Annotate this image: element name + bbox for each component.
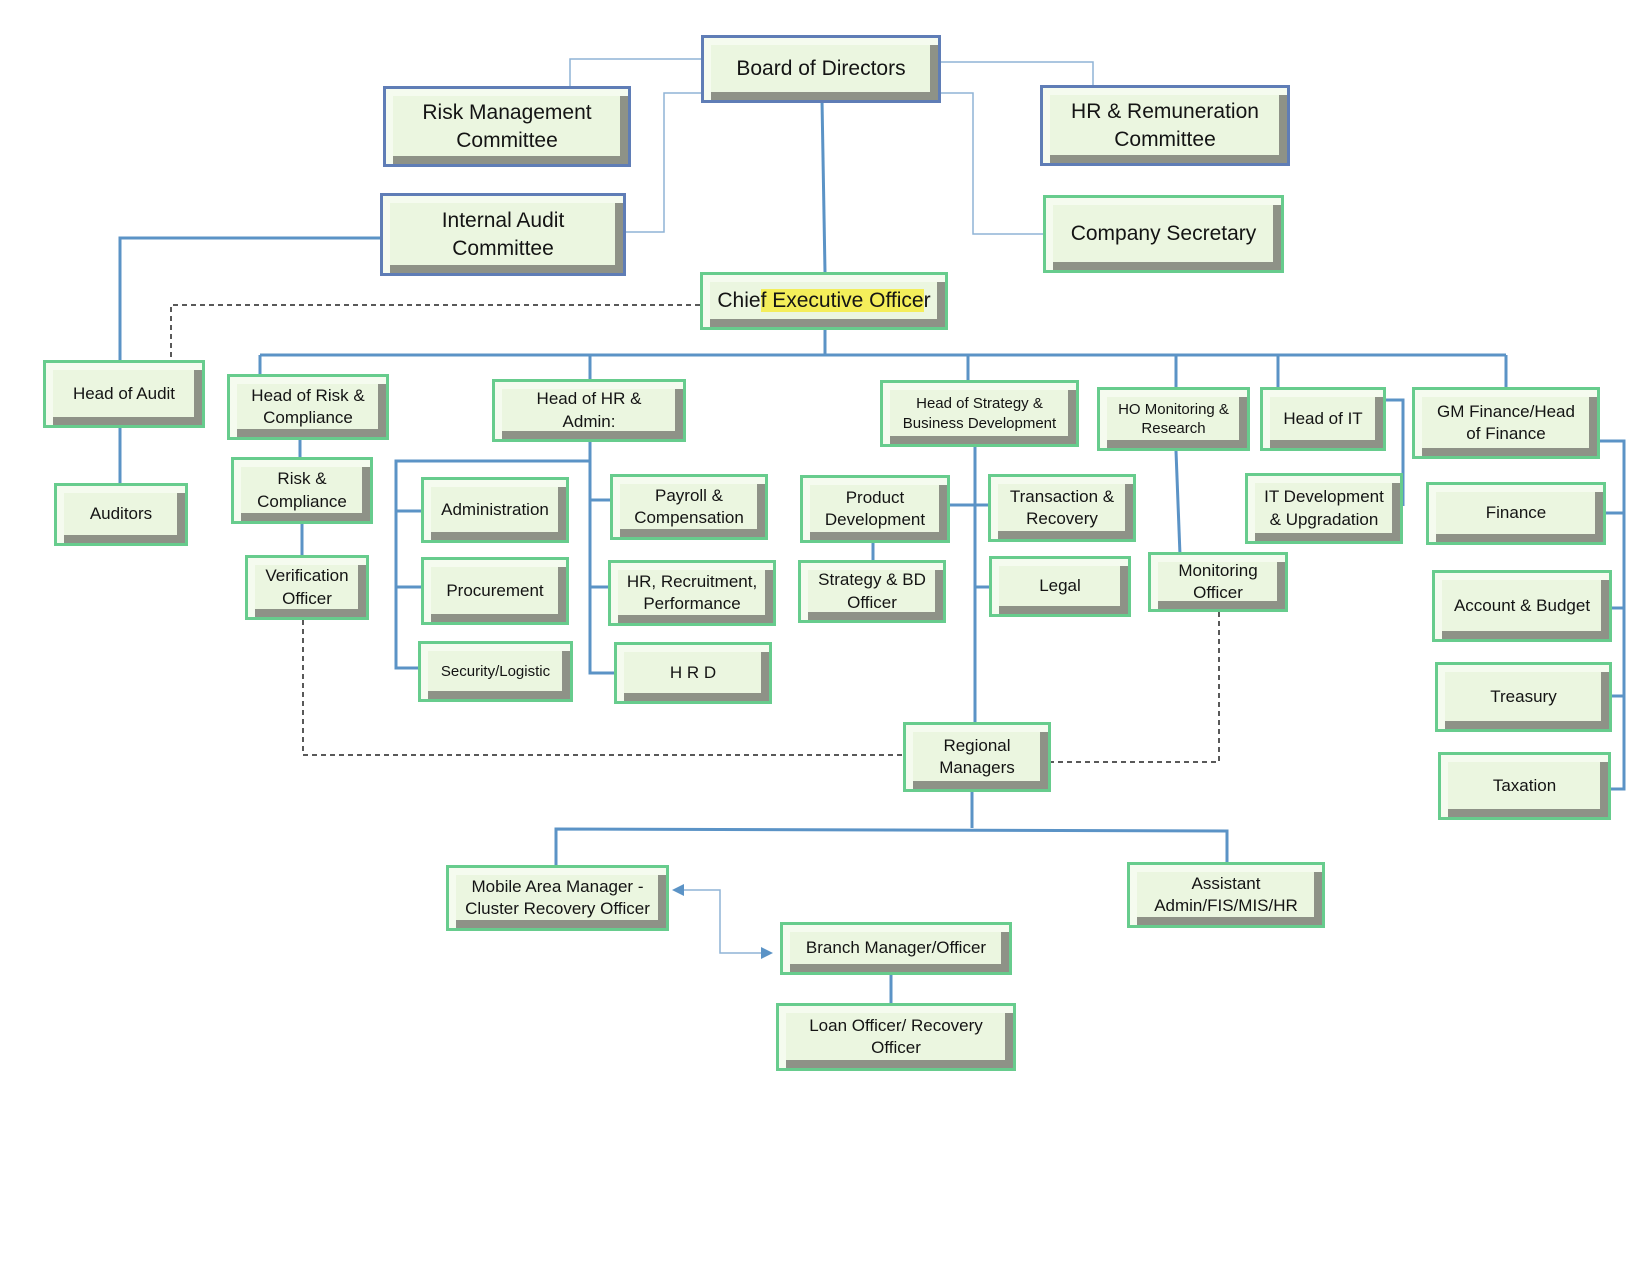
line-hr-left <box>394 442 592 670</box>
line-finance <box>1600 439 1626 791</box>
risk-management-committee-box: Risk Management Committee <box>383 86 631 167</box>
company-secretary-box: Company Secretary <box>1043 195 1284 273</box>
strategy-bd-officer-label: Strategy & BD Officer <box>818 570 926 612</box>
it-development-label: IT Development & Upgradation <box>1264 487 1384 529</box>
legal-label: Legal <box>1039 576 1081 596</box>
product-development-label: Product Development <box>824 487 926 529</box>
verification-officer-label: Verification Officer <box>265 566 349 608</box>
mobile-area-manager-label: Mobile Area Manager - Cluster Recovery O… <box>465 876 650 918</box>
risk-compliance-box: Risk & Compliance <box>231 457 373 524</box>
hr-remuneration-committee-box: HR & Remuneration Committee <box>1040 85 1290 166</box>
internal-audit-committee-box: Internal Audit Committee <box>380 193 626 276</box>
head-of-it-label: Head of IT <box>1283 408 1363 428</box>
line-regional-down <box>554 792 1229 865</box>
arrow-head-right <box>761 947 773 959</box>
taxation-label: Taxation <box>1492 775 1557 795</box>
security-logistic-label: Security/Logistic <box>440 662 551 680</box>
board-of-directors-label: Board of Directors <box>736 57 906 81</box>
head-of-hr-admin-box: Head of HR & Admin: <box>492 379 686 442</box>
head-of-audit-box: Head of Audit <box>43 360 205 428</box>
line-audit-committee-head <box>118 236 381 361</box>
head-of-strategy-box: Head of Strategy & Business Development <box>880 380 1079 447</box>
loan-officer-box: Loan Officer/ Recovery Officer <box>776 1003 1016 1071</box>
company-secretary-label: Company Secretary <box>1070 222 1257 246</box>
line-board-auditcommittee <box>625 92 702 233</box>
line-board-secretary <box>940 92 1045 235</box>
head-of-it-box: Head of IT <box>1260 387 1386 451</box>
legal-box: Legal <box>989 556 1131 617</box>
regional-managers-label: Regional Managers <box>939 735 1015 777</box>
assistant-admin-box: Assistant Admin/FIS/MIS/HR <box>1127 862 1325 928</box>
verification-officer-box: Verification Officer <box>245 555 369 620</box>
head-of-strategy-label: Head of Strategy & Business Development <box>902 395 1057 432</box>
line-bus-drops <box>258 355 1508 387</box>
transaction-recovery-label: Transaction & Recovery <box>1009 486 1115 528</box>
line-ceo-bus <box>260 330 1506 357</box>
line-board-hrcommittee <box>940 61 1094 87</box>
head-of-audit-label: Head of Audit <box>72 383 176 403</box>
payroll-compensation-box: Payroll & Compensation <box>610 474 768 540</box>
treasury-box: Treasury <box>1435 662 1612 732</box>
line-board-ceo <box>820 99 827 273</box>
taxation-box: Taxation <box>1438 752 1611 820</box>
finance-box: Finance <box>1426 482 1606 545</box>
assistant-admin-label: Assistant Admin/FIS/MIS/HR <box>1154 873 1298 915</box>
administration-label: Administration <box>441 499 549 519</box>
monitoring-officer-label: Monitoring Officer <box>1178 560 1258 602</box>
loan-officer-label: Loan Officer/ Recovery Officer <box>809 1015 983 1057</box>
regional-managers-box: Regional Managers <box>903 722 1051 792</box>
risk-management-committee-label: Risk Management Committee <box>422 101 592 152</box>
chief-executive-officer-label: Chief Executive Officer <box>717 289 931 313</box>
hr-recruitment-performance-label: HR, Recruitment, Performance <box>626 571 758 613</box>
security-logistic-box: Security/Logistic <box>418 641 573 702</box>
line-monitoring <box>1174 450 1182 556</box>
ho-monitoring-research-box: HO Monitoring & Research <box>1097 387 1250 451</box>
risk-compliance-label: Risk & Compliance <box>257 469 347 511</box>
ho-monitoring-research-label: HO Monitoring & Research <box>1118 400 1229 438</box>
mobile-area-manager-box: Mobile Area Manager - Cluster Recovery O… <box>446 865 669 931</box>
finance-label: Finance <box>1485 503 1547 523</box>
account-budget-label: Account & Budget <box>1453 595 1591 615</box>
dashed-monitoring-regional <box>1051 612 1220 763</box>
internal-audit-committee-label: Internal Audit Committee <box>441 209 565 260</box>
head-of-hr-admin-label: Head of HR & Admin: <box>536 389 642 431</box>
product-development-box: Product Development <box>800 475 950 543</box>
line-risk-chain <box>298 440 304 555</box>
board-of-directors-box: Board of Directors <box>701 35 941 103</box>
gm-finance-box: GM Finance/Head of Finance <box>1412 387 1600 459</box>
gm-finance-label: GM Finance/Head of Finance <box>1437 401 1575 443</box>
hr-recruitment-performance-box: HR, Recruitment, Performance <box>608 560 776 626</box>
dashed-ceo-audit <box>170 304 700 361</box>
treasury-label: Treasury <box>1490 686 1557 706</box>
head-of-risk-compliance-box: Head of Risk & Compliance <box>227 374 389 440</box>
hrd-label: H R D <box>669 662 717 682</box>
hrd-box: H R D <box>614 642 772 704</box>
transaction-recovery-box: Transaction & Recovery <box>988 474 1136 542</box>
branch-manager-box: Branch Manager/Officer <box>780 922 1012 975</box>
branch-manager-label: Branch Manager/Officer <box>805 938 987 958</box>
administration-box: Administration <box>421 477 569 543</box>
line-mobile-branch-arrow <box>678 889 765 954</box>
chief-executive-officer-box: Chief Executive Officer <box>700 272 948 330</box>
it-development-box: IT Development & Upgradation <box>1245 473 1403 544</box>
procurement-box: Procurement <box>421 557 569 625</box>
monitoring-officer-box: Monitoring Officer <box>1148 552 1288 612</box>
auditors-label: Auditors <box>89 504 153 524</box>
account-budget-box: Account & Budget <box>1432 570 1612 642</box>
hr-remuneration-committee-label: HR & Remuneration Committee <box>1071 100 1259 151</box>
line-strategy-branches <box>871 503 990 589</box>
head-of-risk-compliance-label: Head of Risk & Compliance <box>251 385 365 427</box>
payroll-compensation-label: Payroll & Compensation <box>634 485 744 527</box>
arrow-head-left <box>672 884 684 896</box>
line-it <box>1386 398 1405 506</box>
strategy-bd-officer-box: Strategy & BD Officer <box>798 560 946 623</box>
line-board-riskcommittee <box>569 58 702 87</box>
procurement-label: Procurement <box>446 580 544 600</box>
dashed-verification-regional <box>302 620 903 756</box>
auditors-box: Auditors <box>54 483 188 546</box>
